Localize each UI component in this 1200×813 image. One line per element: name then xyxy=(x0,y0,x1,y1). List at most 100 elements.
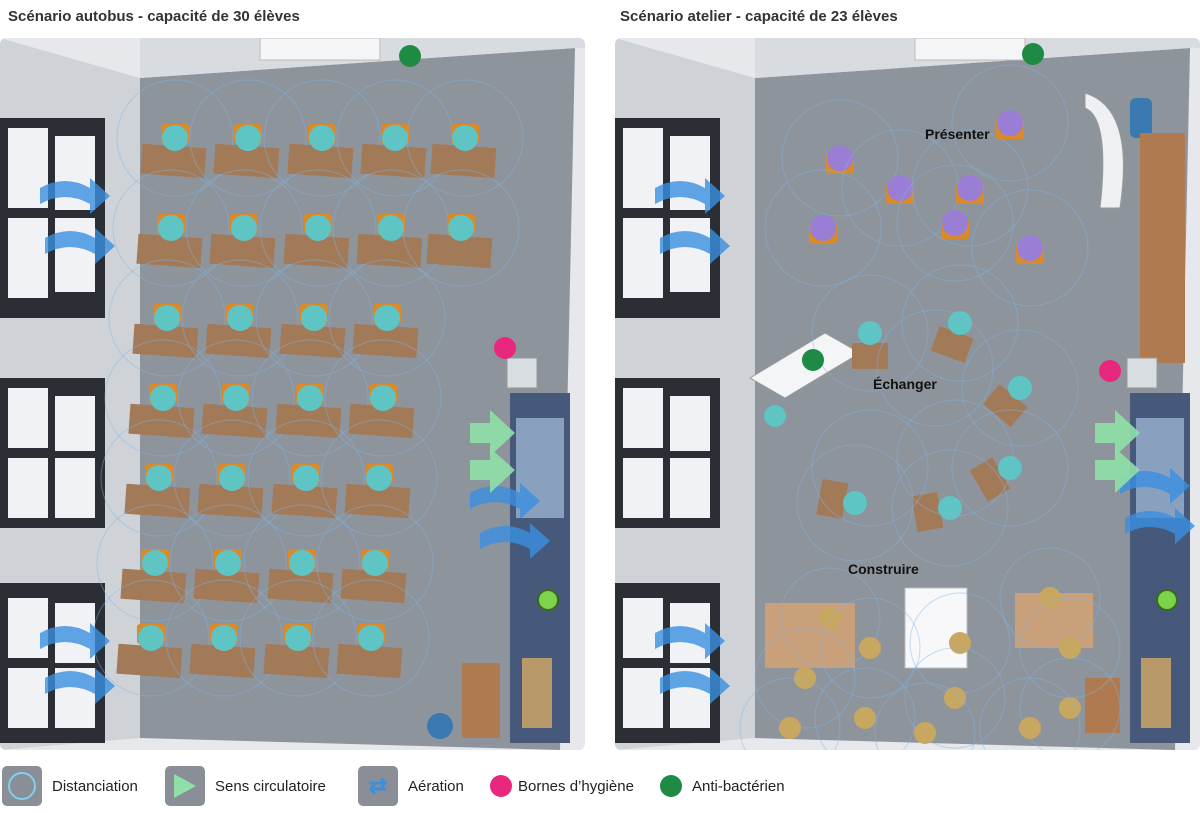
student-bus xyxy=(211,625,237,651)
distancing-circle xyxy=(104,339,222,457)
student-bus xyxy=(366,465,392,491)
distancing-icon xyxy=(2,766,42,806)
legend-label-antibacterial: Anti-bactérien xyxy=(692,777,785,795)
desk xyxy=(360,143,427,179)
student-bus xyxy=(309,125,335,151)
distancing-circle xyxy=(173,419,291,537)
distancing-circle xyxy=(255,259,373,377)
desk xyxy=(816,479,849,519)
student-bus xyxy=(370,385,396,411)
student-bus xyxy=(215,550,241,576)
airflow-arrow xyxy=(655,178,725,214)
desk xyxy=(275,403,342,439)
legend-item-circulation: Sens circulatoire xyxy=(165,762,326,810)
student-build xyxy=(1019,717,1041,739)
zone-label-exchange: Échanger xyxy=(873,376,937,392)
student-bus xyxy=(138,625,164,651)
legend: Distanciation Sens circulatoire ⇄ Aérati… xyxy=(0,762,1200,810)
student-build xyxy=(794,667,816,689)
distancing-circle xyxy=(961,329,1079,447)
workshop-classroom-plan xyxy=(615,38,1200,750)
desk xyxy=(969,457,1011,502)
circulation-arrows xyxy=(470,410,515,493)
distancing-circle xyxy=(901,264,1019,382)
student-grid xyxy=(92,79,524,697)
antibacterial-marker-top xyxy=(1022,43,1044,65)
distancing-circle xyxy=(819,597,921,699)
distancing-circle xyxy=(406,79,524,197)
airflow-arrow xyxy=(1125,508,1195,544)
student-bus xyxy=(448,215,474,241)
distancing-circle xyxy=(796,444,914,562)
distancing-circle xyxy=(320,419,438,537)
student-bus xyxy=(162,125,188,151)
distancing-circle xyxy=(951,409,1069,527)
student-present xyxy=(942,210,968,236)
student-bus xyxy=(154,305,180,331)
distancing-circle xyxy=(324,339,442,457)
distancing-circle xyxy=(239,579,357,697)
ventilation-arrow-icon: ⇄ xyxy=(358,766,398,806)
distancing-circle xyxy=(979,677,1081,750)
airflow-arrow xyxy=(660,228,730,264)
desk xyxy=(120,568,187,604)
window-middle xyxy=(0,378,105,528)
airflow-arrow xyxy=(45,668,115,704)
student-bus xyxy=(358,625,384,651)
desk xyxy=(124,483,191,519)
student-present xyxy=(957,175,983,201)
distancing-circle xyxy=(896,399,1014,517)
student-groups xyxy=(739,64,1121,750)
desk xyxy=(263,643,330,679)
student-bus xyxy=(285,625,311,651)
distancing-circle xyxy=(1019,657,1121,750)
distancing-circle xyxy=(814,667,916,750)
student-bus xyxy=(297,385,323,411)
legend-label-ventilation: Aération xyxy=(408,777,464,795)
student-exchange xyxy=(1008,376,1032,400)
distancing-circle xyxy=(247,419,365,537)
student-build xyxy=(949,632,971,654)
distancing-circle xyxy=(312,579,430,697)
desk xyxy=(209,233,276,269)
distancing-circle xyxy=(779,567,881,669)
legend-item-antibacterial: Anti-bactérien xyxy=(660,762,785,810)
distancing-circle xyxy=(911,129,1029,247)
left-panel-title: Scénario autobus - capacité de 30 élèves xyxy=(8,8,300,25)
student-present xyxy=(810,215,836,241)
distancing-circle xyxy=(181,259,299,377)
zone-label-present: Présenter xyxy=(925,126,990,142)
distancing-circle xyxy=(259,169,377,287)
desk xyxy=(136,233,203,269)
legend-item-distancing: Distanciation xyxy=(2,762,138,810)
desk xyxy=(356,233,423,269)
hygiene-station-marker-right xyxy=(1099,360,1121,382)
distancing-circle xyxy=(811,409,929,527)
student-bus xyxy=(150,385,176,411)
window-top xyxy=(0,118,105,318)
hygiene-station-marker xyxy=(494,337,516,359)
distancing-circle xyxy=(739,677,841,750)
desk xyxy=(193,568,260,604)
airflow-arrow xyxy=(40,178,110,214)
distancing-circle xyxy=(402,169,520,287)
student-build xyxy=(779,717,801,739)
distancing-circle xyxy=(112,169,230,287)
desk xyxy=(930,326,974,363)
student-bus xyxy=(452,125,478,151)
student-bus xyxy=(293,465,319,491)
legend-item-hygiene: Bornes d’hygiène xyxy=(490,762,634,810)
distancing-circle xyxy=(874,682,976,750)
student-build xyxy=(914,722,936,744)
distancing-circle xyxy=(189,79,307,197)
desk xyxy=(352,323,419,359)
student-exchange xyxy=(948,311,972,335)
legend-item-ventilation: ⇄ Aération xyxy=(358,762,464,810)
distancing-circle xyxy=(185,169,303,287)
window-bottom xyxy=(0,583,105,743)
student-bus xyxy=(146,465,172,491)
desk xyxy=(267,568,334,604)
student-bus xyxy=(374,305,400,331)
student-bus xyxy=(378,215,404,241)
workshop-scenario-panel: Présenter Échanger Construire xyxy=(615,38,1200,750)
